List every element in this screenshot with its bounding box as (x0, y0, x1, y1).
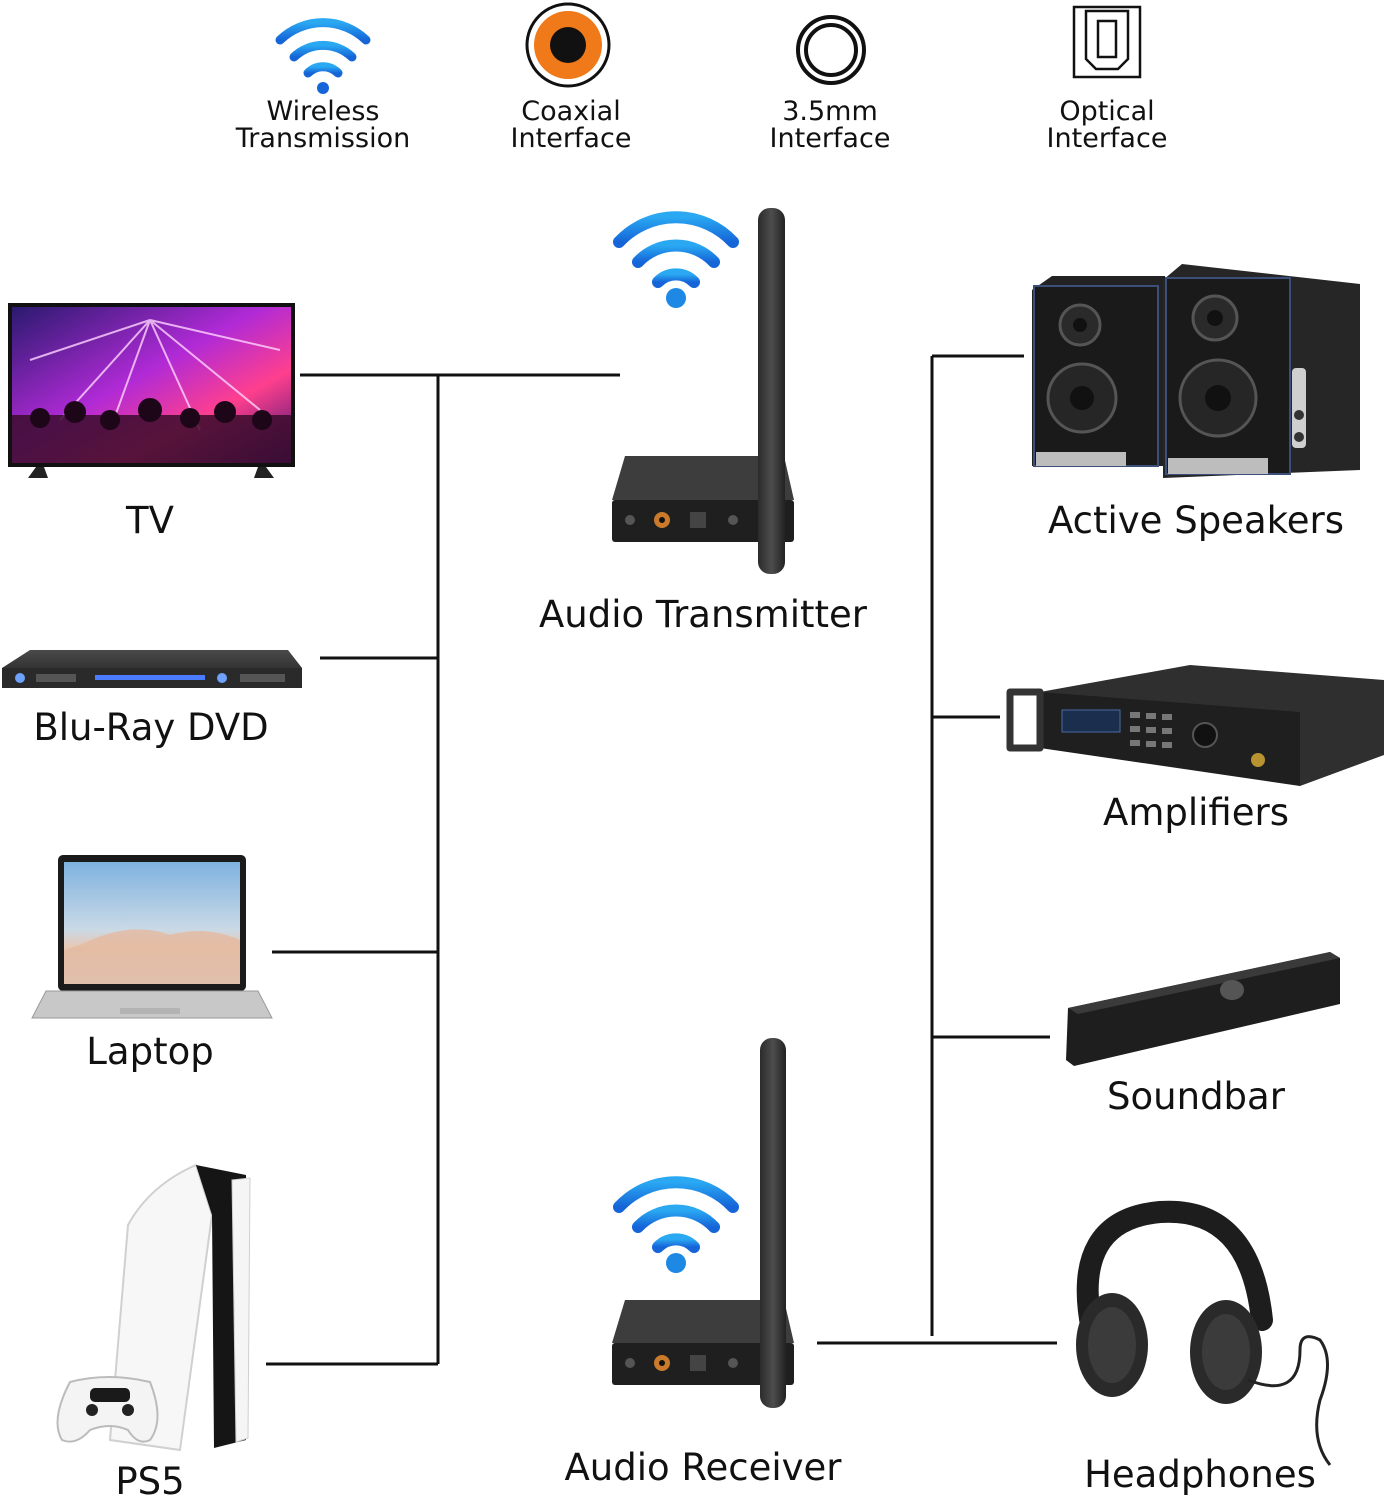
receiver-image (612, 1038, 794, 1408)
transmitter-image (612, 208, 794, 574)
optical-port-icon (1072, 5, 1142, 79)
ps5-image (56, 1163, 251, 1452)
receiver-wifi-icon (613, 1176, 739, 1273)
bluray-image (2, 650, 302, 688)
coaxial-jack-icon (525, 2, 611, 88)
speakers-label: Active Speakers (1048, 499, 1344, 542)
bluray-label: Blu-Ray DVD (33, 706, 269, 749)
headphones-label: Headphones (1084, 1453, 1316, 1496)
tv-image (8, 303, 295, 478)
headphones-image (1076, 1200, 1332, 1466)
ps5-label: PS5 (115, 1460, 185, 1503)
interface-label-line: Coaxial (521, 96, 621, 127)
receiver-label: Audio Receiver (564, 1446, 842, 1489)
transmitter-wifi-icon (613, 211, 739, 308)
interface-label-line: Interface (1046, 123, 1168, 154)
interface-label-line: Interface (510, 123, 632, 154)
laptop-image (31, 855, 273, 1019)
interface-label-line: Wireless (266, 96, 380, 127)
soundbar-label: Soundbar (1107, 1075, 1285, 1118)
wifi-icon (275, 18, 371, 94)
interface-label-line: 3.5mm (782, 96, 878, 127)
interface-label-optical: Optical Interface (977, 98, 1237, 152)
amplifier-image (1006, 665, 1384, 786)
soundbar-image (1066, 952, 1340, 1066)
audio-jack-icon (796, 15, 866, 85)
interface-label-line: Transmission (235, 123, 411, 154)
amplifiers-label: Amplifiers (1103, 791, 1289, 834)
connector-lines (266, 354, 1057, 1366)
interface-label-line: Optical (1059, 96, 1155, 127)
speakers-image (1032, 264, 1360, 478)
interface-label-line: Interface (769, 123, 891, 154)
interface-label-35mm: 3.5mm Interface (700, 98, 960, 152)
tv-label: TV (126, 499, 174, 542)
interface-label-wireless: Wireless Transmission (193, 98, 453, 152)
transmitter-label: Audio Transmitter (538, 593, 867, 636)
laptop-label: Laptop (86, 1030, 214, 1073)
interface-label-coaxial: Coaxial Interface (441, 98, 701, 152)
